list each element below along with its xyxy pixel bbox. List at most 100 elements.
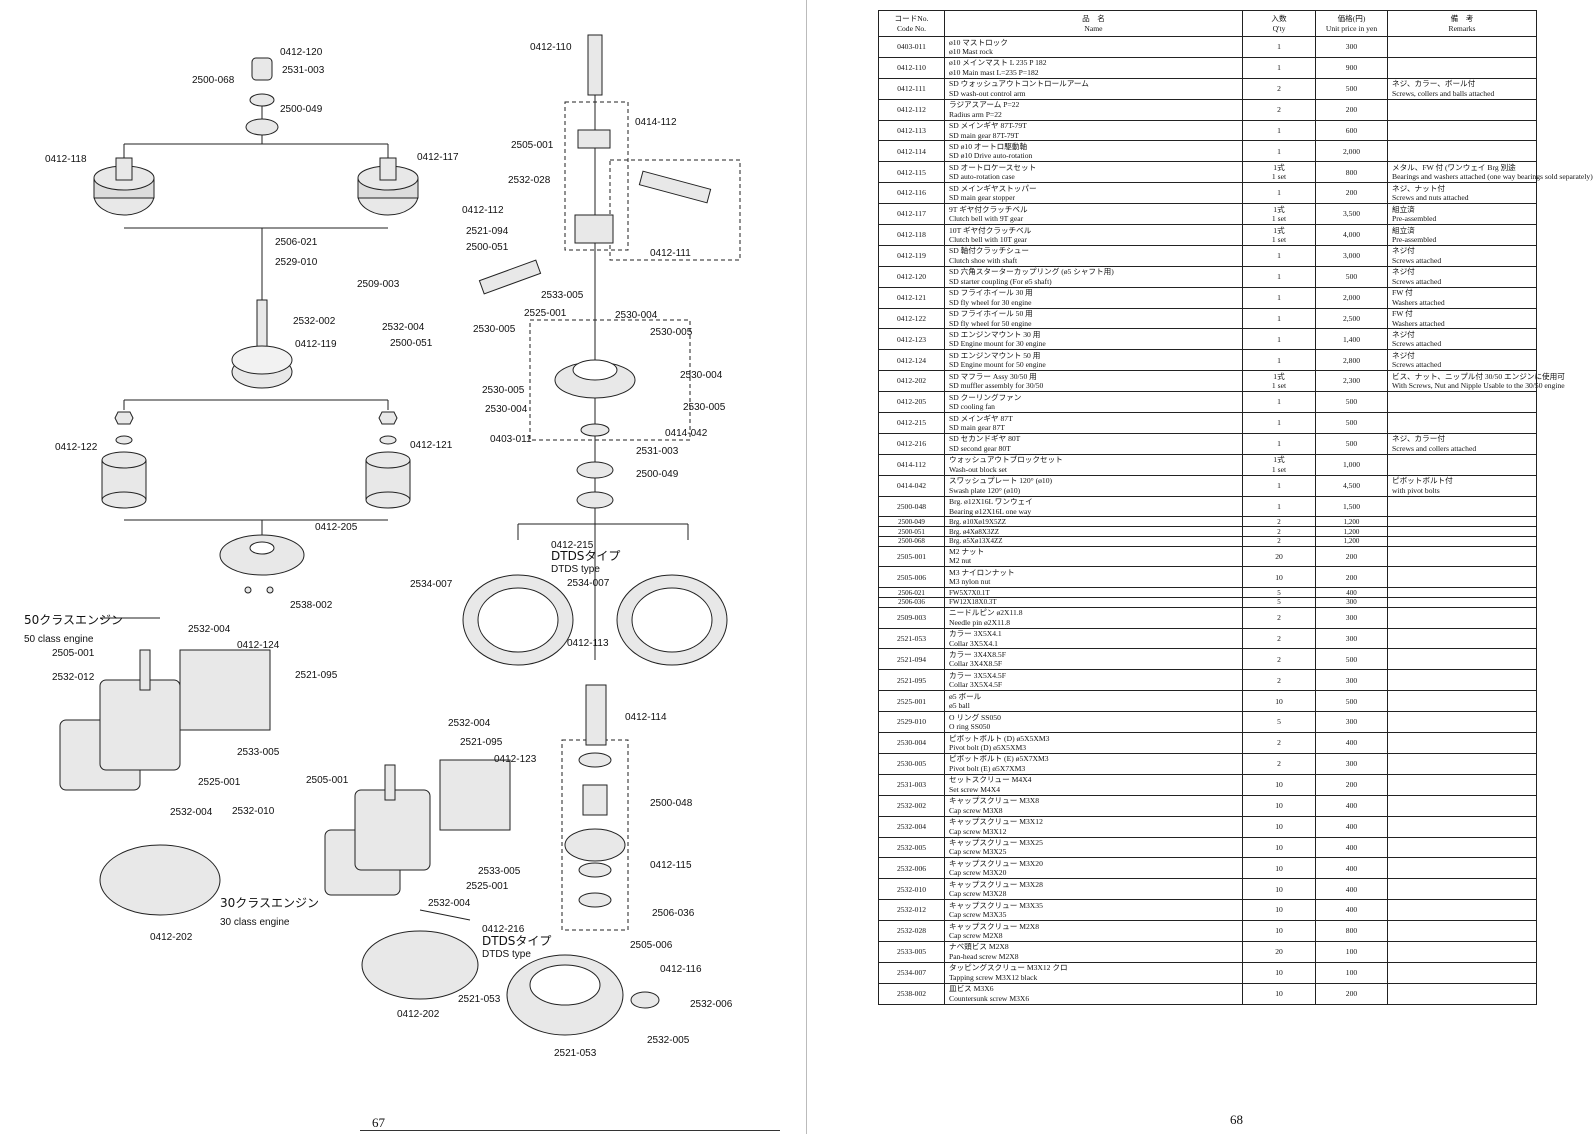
cell-remarks [1387, 815, 1537, 838]
part-label: 2532-004 [428, 898, 471, 909]
main-mast-part [587, 34, 603, 96]
cell-qty: 2 [1242, 752, 1316, 775]
cell-price: 200 [1315, 982, 1388, 1005]
bearing-part [249, 93, 275, 107]
cell-code: 2532-012 [878, 899, 945, 922]
cell-name: スワッシュプレート 120° (ø10)Swash plate 120° (ø1… [944, 474, 1243, 497]
cell-price: 200 [1315, 98, 1388, 121]
cell-code: 2505-006 [878, 566, 945, 589]
part-label: 50クラスエンジン [24, 613, 123, 627]
cell-qty: 10 [1242, 690, 1316, 713]
cell-name: Brg. ø5Xø13X4ZZ [944, 535, 1243, 547]
cell-price: 900 [1315, 56, 1388, 79]
radius-arm-part [478, 259, 542, 295]
footer-rule [360, 1130, 780, 1131]
cell-price: 300 [1315, 597, 1388, 608]
part-label: 0412-215 [551, 540, 594, 551]
cell-price: 1,000 [1315, 453, 1388, 476]
part-label: 2532-028 [508, 175, 551, 186]
cell-remarks [1387, 836, 1537, 859]
cell-code: 2500-049 [878, 516, 945, 528]
cell-code: 2530-004 [878, 732, 945, 754]
part-label: 2534-007 [410, 579, 453, 590]
cell-price: 300 [1315, 752, 1388, 775]
cell-qty: 2 [1242, 535, 1316, 547]
cell-code: 0412-124 [878, 349, 945, 372]
muffler-30-part [361, 930, 479, 1000]
part-label: 2532-006 [690, 999, 733, 1010]
cell-remarks [1387, 982, 1537, 1005]
part-label: 0412-216 [482, 924, 525, 935]
part-label: 2505-001 [511, 140, 554, 151]
cell-remarks [1387, 961, 1537, 984]
nut-part [378, 411, 398, 425]
cooling-fan-part [219, 534, 305, 576]
cell-code: 0412-116 [878, 182, 945, 205]
cell-qty: 1 [1242, 56, 1316, 79]
part-label: 2530-005 [650, 327, 693, 338]
cell-remarks [1387, 899, 1537, 922]
cell-price: 2,000 [1315, 286, 1388, 309]
cell-code: 0412-215 [878, 412, 945, 434]
cell-price: 1,200 [1315, 516, 1388, 528]
cell-code: 0412-120 [878, 265, 945, 288]
cell-code: 2521-094 [878, 648, 945, 671]
part-label: 0412-116 [660, 964, 702, 975]
engine-30-crankcase [354, 789, 431, 871]
cell-qty: 1 [1242, 391, 1316, 414]
cell-name: Brg. ø4Xø8X3ZZ [944, 526, 1243, 537]
cell-remarks [1387, 752, 1537, 775]
part-label: 2521-095 [295, 670, 338, 681]
part-label: 0412-205 [315, 522, 358, 533]
cell-code: 0414-042 [878, 474, 945, 497]
cell-remarks [1387, 140, 1537, 163]
starter-coupling-part [251, 57, 273, 81]
cell-code: 2521-095 [878, 669, 945, 692]
part-label: 2531-003 [282, 65, 325, 76]
cell-remarks [1387, 516, 1537, 528]
part-label: DTDS type [482, 949, 531, 960]
page-number-left: 67 [372, 1115, 385, 1130]
cell-qty: 1 [1242, 432, 1316, 455]
cell-name: SD 六角スターターカップリング (ø5 シャフト用)SD starter co… [944, 265, 1243, 288]
part-label: 2532-002 [293, 316, 336, 327]
cell-qty: 2 [1242, 98, 1316, 121]
cell-price: 500 [1315, 412, 1388, 434]
cell-name: FW5X7X0.1T [944, 587, 1243, 598]
part-label: DTDS type [551, 564, 600, 575]
part-label: 0412-122 [55, 442, 98, 453]
cell-code: 0412-114 [878, 140, 945, 163]
part-label: 2530-004 [680, 370, 723, 381]
cell-qty: 2 [1242, 732, 1316, 754]
autorotation-shaft-part [585, 684, 607, 746]
part-label: 30 class engine [220, 917, 290, 928]
cell-code: 2534-007 [878, 961, 945, 984]
cell-price: 400 [1315, 899, 1388, 922]
cell-remarks [1387, 535, 1537, 547]
cell-code: 2521-053 [878, 627, 945, 650]
cell-price: 4,500 [1315, 474, 1388, 497]
